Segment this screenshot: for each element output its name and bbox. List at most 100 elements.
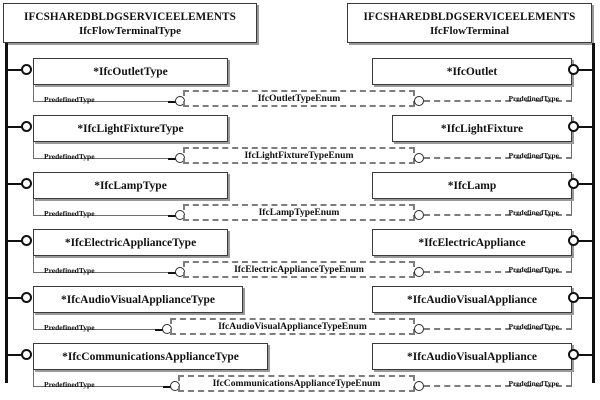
right-branch-4 xyxy=(578,239,594,242)
attribute-label-left-3: PredefinedType xyxy=(44,209,95,218)
enum-box-4[interactable]: IfcElectricApplianceTypeEnum xyxy=(183,261,415,278)
left-branch-1 xyxy=(5,68,29,71)
attribute-label-left-5: PredefinedType xyxy=(44,323,95,332)
attribute-right-2: PredefinedType xyxy=(424,142,572,160)
schema-name-left: IFCSHAREDBLDGSERVICEELEMENTS xyxy=(24,11,236,23)
enum-label-6: IfcCommunicationsApplianceTypeEnum xyxy=(210,378,383,389)
attribute-label-right-6: PredefinedType xyxy=(508,379,559,388)
schema-box-right: IFCSHAREDBLDGSERVICEELEMENTS IfcFlowTerm… xyxy=(347,3,592,43)
entity-label-right-4: *IfcElectricAppliance xyxy=(418,236,526,249)
entity-box-left-6[interactable]: *IfcCommunicationsApplianceType xyxy=(33,343,268,370)
attribute-label-left-4: PredefinedType xyxy=(44,266,95,275)
schema-name-right: IFCSHAREDBLDGSERVICEELEMENTS xyxy=(363,11,576,23)
right-branch-5 xyxy=(578,296,594,299)
attribute-left-2: PredefinedType xyxy=(33,142,176,161)
entity-box-left-5[interactable]: *IfcAudioVisualApplianceType xyxy=(33,286,243,313)
attribute-left-3: PredefinedType xyxy=(33,199,176,218)
schema-box-left: IFCSHAREDBLDGSERVICEELEMENTS IfcFlowTerm… xyxy=(3,3,257,43)
attr-lead-left-5 xyxy=(155,329,164,331)
enum-label-1: IfcOutletTypeEnum xyxy=(255,93,343,104)
attribute-right-6: PredefinedType xyxy=(424,370,572,388)
entity-box-right-5[interactable]: *IfcAudioVisualAppliance xyxy=(372,286,572,313)
entity-label-left-4: *IfcElectricApplianceType xyxy=(64,236,197,249)
entity-box-left-4[interactable]: *IfcElectricApplianceType xyxy=(33,229,228,256)
attribute-right-3: PredefinedType xyxy=(424,199,572,217)
attribute-label-right-3: PredefinedType xyxy=(508,208,559,217)
right-connector-dot-6 xyxy=(568,349,579,360)
right-connector-dot-4 xyxy=(568,235,579,246)
entity-box-right-1[interactable]: *IfcOutlet xyxy=(372,58,572,85)
enum-label-3: IfcLampTypeEnum xyxy=(256,207,342,218)
entity-label-left-1: *IfcOutletType xyxy=(93,65,168,78)
entity-label-left-6: *IfcCommunicationsApplianceType xyxy=(62,350,239,363)
attribute-label-right-2: PredefinedType xyxy=(508,151,559,160)
right-connector-dot-3 xyxy=(568,178,579,189)
attribute-label-left-6: PredefinedType xyxy=(44,380,95,389)
entity-label-right-5: *IfcAudioVisualAppliance xyxy=(407,293,537,306)
entity-label-left-2: *IfcLightFixtureType xyxy=(77,122,184,135)
attribute-right-1: PredefinedType xyxy=(424,85,572,103)
enum-connector-dot-right-1 xyxy=(414,96,424,106)
left-branch-4 xyxy=(5,239,29,242)
right-connector-dot-5 xyxy=(568,292,579,303)
enum-connector-dot-right-2 xyxy=(414,153,424,163)
entity-box-right-3[interactable]: *IfcLamp xyxy=(372,172,572,199)
attribute-left-6: PredefinedType xyxy=(33,370,171,389)
enum-box-2[interactable]: IfcLightFixtureTypeEnum xyxy=(183,147,415,164)
attribute-left-5: PredefinedType xyxy=(33,313,163,332)
entity-box-left-3[interactable]: *IfcLampType xyxy=(33,172,228,199)
right-branch-6 xyxy=(578,353,594,356)
entity-label-right-2: *IfcLightFixture xyxy=(440,122,524,135)
enum-box-3[interactable]: IfcLampTypeEnum xyxy=(183,204,415,221)
attribute-label-right-5: PredefinedType xyxy=(508,322,559,331)
attribute-right-5: PredefinedType xyxy=(424,313,572,331)
right-branch-1 xyxy=(578,68,594,71)
left-connector-dot-5 xyxy=(21,292,32,303)
attr-lead-left-3 xyxy=(168,215,177,217)
enum-connector-dot-right-4 xyxy=(414,267,424,277)
entity-label-right-6: *IfcAudioVisualAppliance xyxy=(407,350,537,363)
entity-box-right-4[interactable]: *IfcElectricAppliance xyxy=(372,229,572,256)
attribute-left-4: PredefinedType xyxy=(33,256,176,275)
left-branch-6 xyxy=(5,353,29,356)
entity-label-left-5: *IfcAudioVisualApplianceType xyxy=(61,293,215,306)
attr-lead-left-6 xyxy=(163,386,172,388)
left-connector-dot-1 xyxy=(21,64,32,75)
entity-box-left-2[interactable]: *IfcLightFixtureType xyxy=(33,115,228,142)
attribute-left-1: PredefinedType xyxy=(33,85,176,104)
entity-label-right-1: *IfcOutlet xyxy=(446,65,498,78)
left-branch-5 xyxy=(5,296,29,299)
enum-connector-dot-right-5 xyxy=(414,324,424,334)
right-branch-3 xyxy=(578,182,594,185)
attribute-label-left-1: PredefinedType xyxy=(44,95,95,104)
attribute-right-4: PredefinedType xyxy=(424,256,572,274)
attribute-label-right-1: PredefinedType xyxy=(508,94,559,103)
attr-lead-left-1 xyxy=(168,101,177,103)
enum-label-4: IfcElectricApplianceTypeEnum xyxy=(232,264,366,275)
entity-box-left-1[interactable]: *IfcOutletType xyxy=(33,58,228,85)
schema-entity-left: IfcFlowTerminalType xyxy=(78,25,182,37)
entity-label-left-3: *IfcLampType xyxy=(94,179,167,192)
right-trunk-line xyxy=(592,43,595,383)
entity-box-right-6[interactable]: *IfcAudioVisualAppliance xyxy=(372,343,572,370)
left-connector-dot-4 xyxy=(21,235,32,246)
right-connector-dot-2 xyxy=(568,121,579,132)
attr-lead-left-4 xyxy=(168,272,177,274)
attr-lead-left-2 xyxy=(168,158,177,160)
entity-box-right-2[interactable]: *IfcLightFixture xyxy=(392,115,572,142)
enum-box-5[interactable]: IfcAudioVisualApplianceTypeEnum xyxy=(170,318,415,335)
enum-connector-dot-right-3 xyxy=(414,210,424,220)
right-connector-dot-1 xyxy=(568,64,579,75)
enum-box-1[interactable]: IfcOutletTypeEnum xyxy=(183,90,415,107)
left-connector-dot-6 xyxy=(21,349,32,360)
attribute-label-right-4: PredefinedType xyxy=(508,265,559,274)
enum-label-2: IfcLightFixtureTypeEnum xyxy=(242,150,356,161)
left-branch-3 xyxy=(5,182,29,185)
left-branch-2 xyxy=(5,125,29,128)
enum-box-6[interactable]: IfcCommunicationsApplianceTypeEnum xyxy=(178,375,415,392)
left-connector-dot-2 xyxy=(21,121,32,132)
schema-entity-right: IfcFlowTerminal xyxy=(429,25,510,37)
left-connector-dot-3 xyxy=(21,178,32,189)
attribute-label-left-2: PredefinedType xyxy=(44,152,95,161)
